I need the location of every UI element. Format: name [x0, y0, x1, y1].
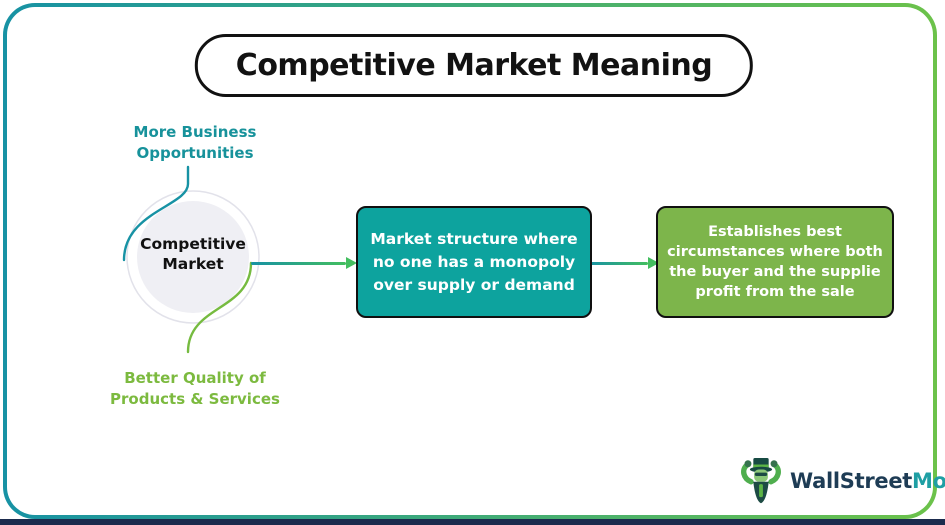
- hub-label-line-2: Market: [162, 255, 224, 273]
- outcome-box-line-1: Establishes best: [708, 224, 842, 240]
- flow-arrow-2-line: [589, 261, 648, 265]
- definition-box-line-2: no one has a monopoly: [372, 252, 576, 271]
- hub-outer-ring: [126, 190, 260, 324]
- bottom-navy-bar: [0, 519, 945, 525]
- benefit-top-line-1: More Business: [133, 123, 257, 141]
- definition-box-line-1: Market structure where: [370, 229, 578, 248]
- benefit-top-line-2: Opportunities: [136, 144, 254, 162]
- brand-name-accent: Mojo: [912, 469, 945, 493]
- definition-box-line-3: over supply or demand: [373, 275, 575, 294]
- arrowhead-right-icon: [346, 257, 357, 269]
- hub-label: Competitive Market: [135, 234, 251, 274]
- green-connector-curve: [186, 261, 253, 354]
- outcome-box: Establishes best circumstances where bot…: [656, 206, 894, 318]
- title-banner: Competitive Market Meaning: [194, 34, 754, 97]
- brand-logo: WallStreetMojo: [738, 456, 945, 506]
- benefit-bottom-line-1: Better Quality of: [124, 369, 266, 387]
- definition-box: Market structure where no one has a mono…: [356, 206, 592, 318]
- outcome-box-line-2: circumstances where both: [667, 244, 883, 260]
- benefit-more-business-label: More Business Opportunities: [90, 122, 300, 164]
- brand-name: WallStreetMojo: [790, 469, 945, 493]
- page-title: Competitive Market Meaning: [235, 48, 713, 83]
- benefit-quality-label: Better Quality of Products & Services: [85, 368, 305, 410]
- hub-circle: [137, 201, 249, 313]
- flow-arrow-2: [589, 256, 659, 270]
- arrowhead-right-icon: [648, 257, 659, 269]
- hub-label-line-1: Competitive: [140, 235, 246, 253]
- connector-curves-svg: [122, 165, 260, 354]
- benefit-bottom-line-2: Products & Services: [110, 390, 280, 408]
- flow-arrow-1: [251, 256, 357, 270]
- brand-name-primary: WallStreet: [790, 469, 913, 493]
- teal-connector-curve: [122, 165, 190, 262]
- outcome-box-line-3: the buyer and the supplie: [669, 264, 881, 280]
- wallstreetmojo-mascot-icon: [741, 458, 781, 504]
- flow-arrow-1-line: [251, 261, 346, 265]
- outcome-box-line-4: profit from the sale: [695, 284, 855, 300]
